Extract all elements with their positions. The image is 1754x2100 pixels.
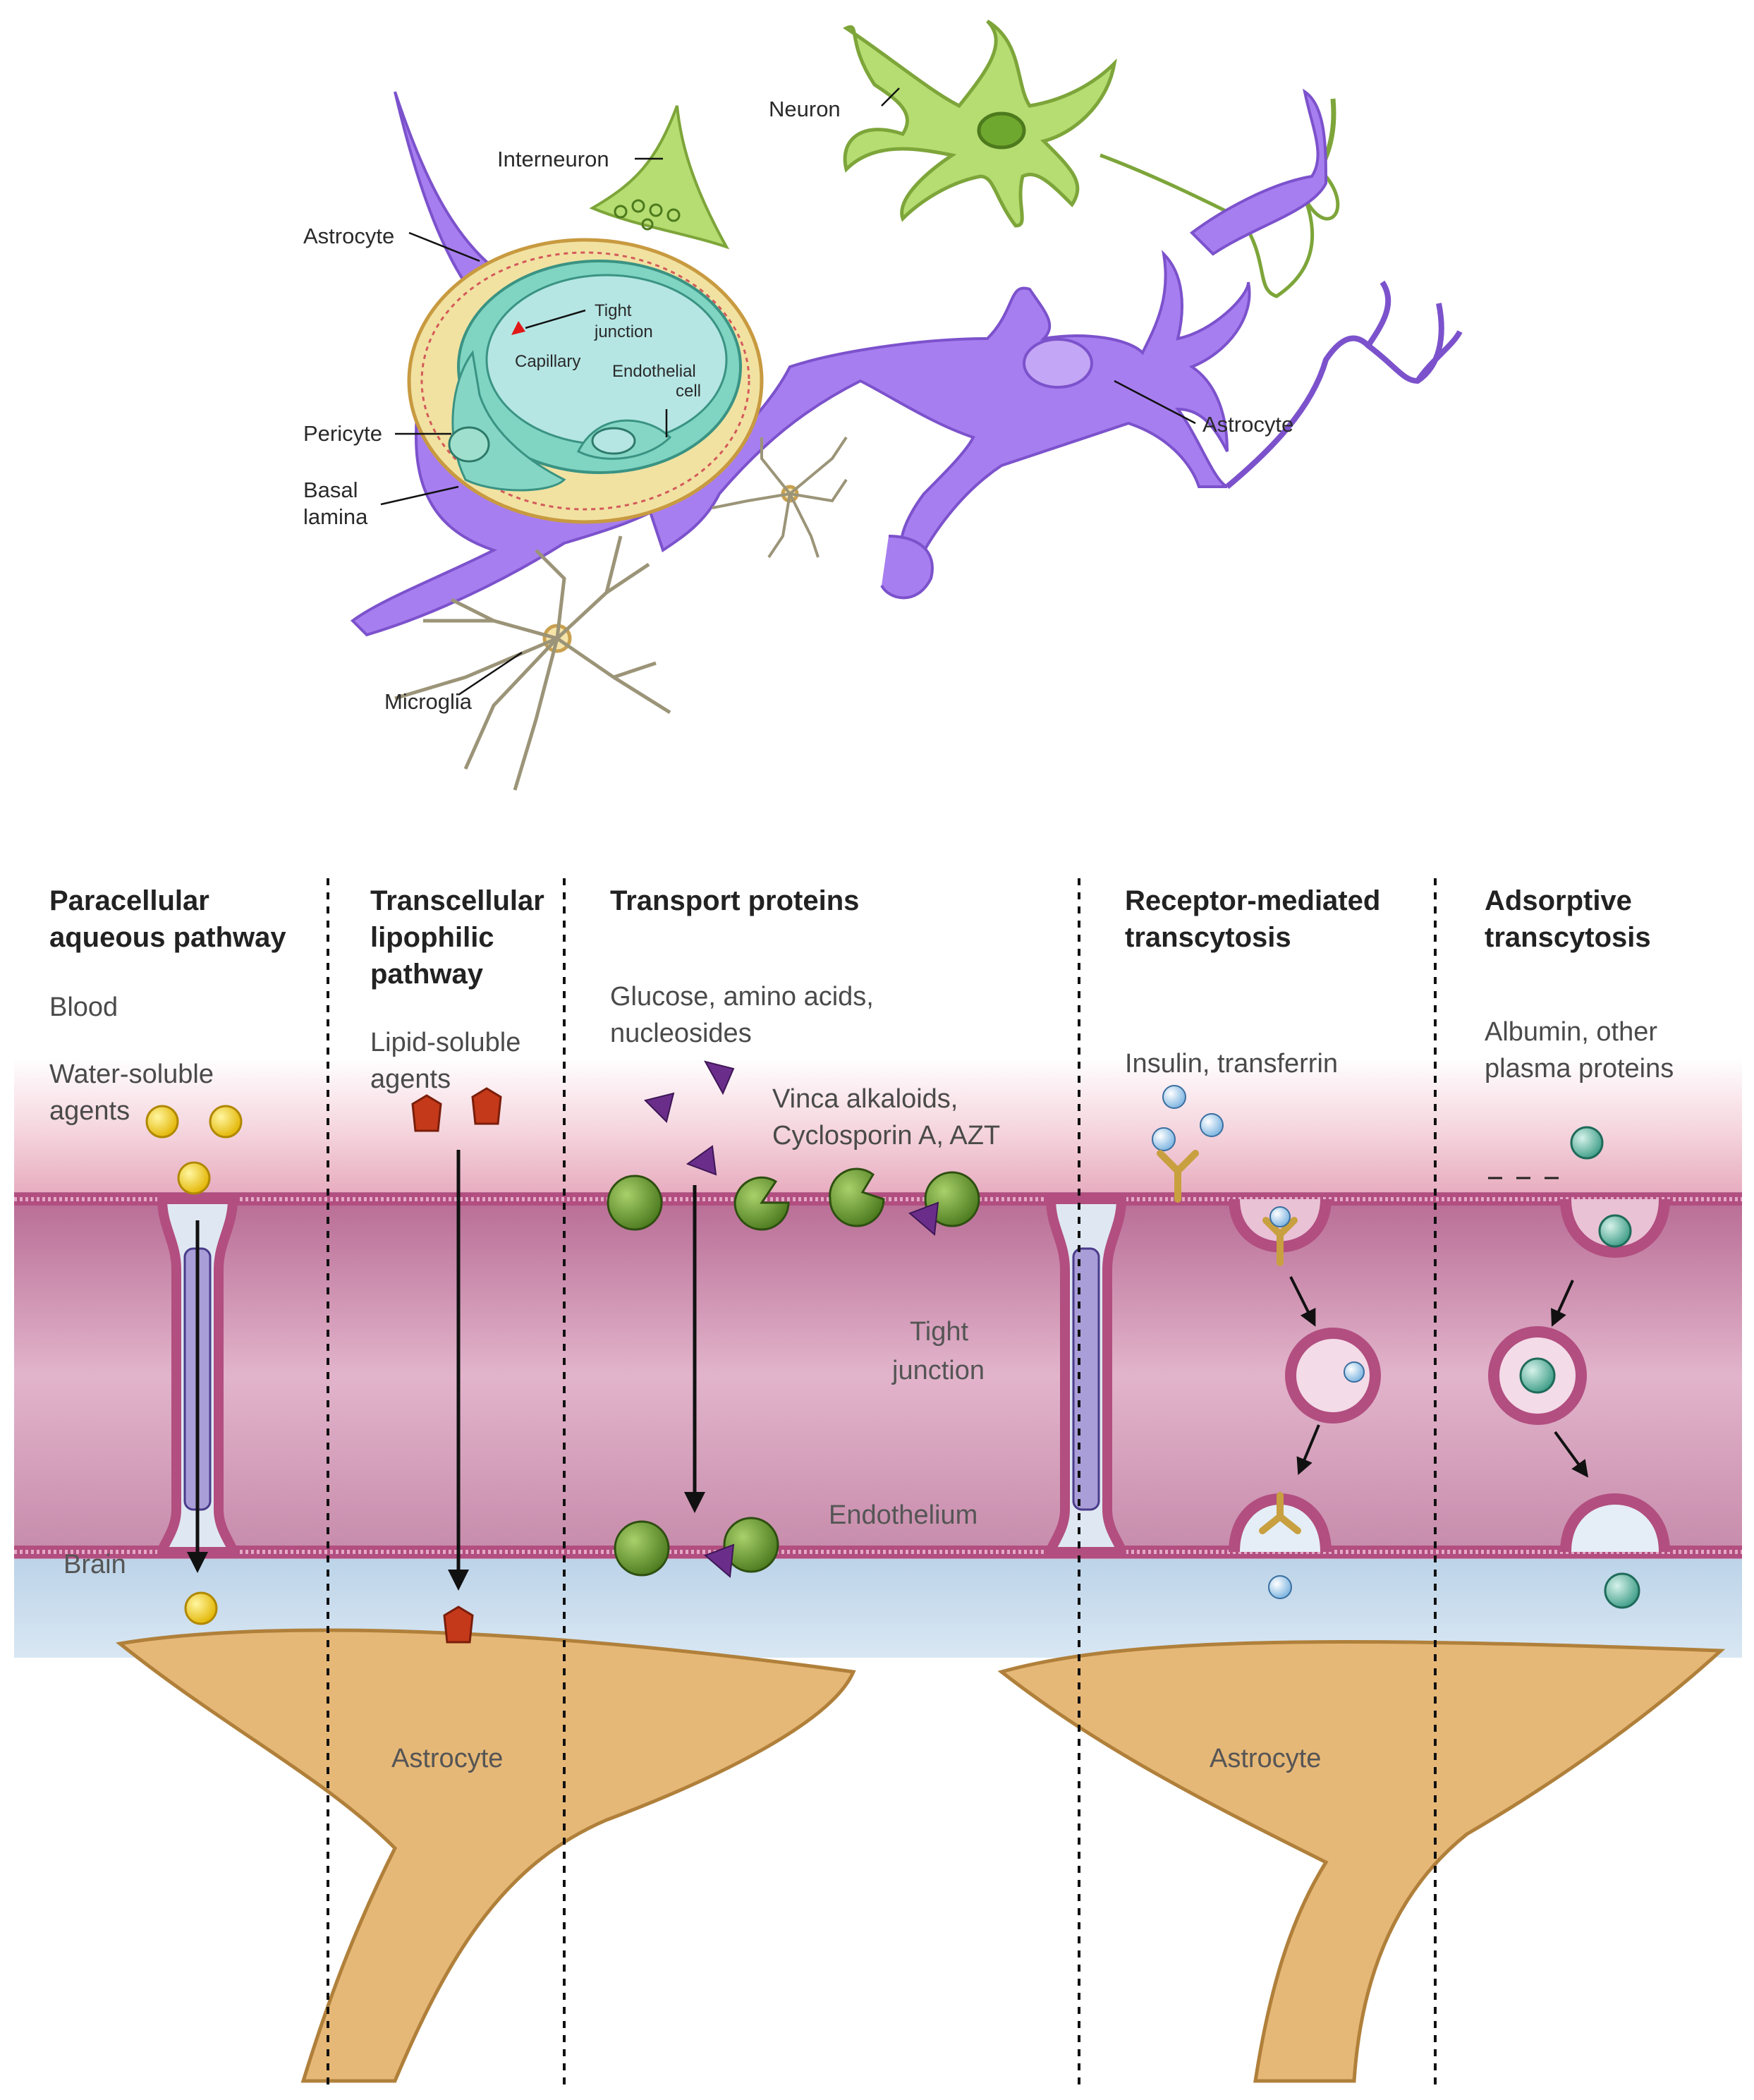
microglia-cell bbox=[394, 436, 848, 791]
text-albumin-line1: Albumin, other bbox=[1485, 1017, 1657, 1047]
vinca-molecule bbox=[704, 1060, 735, 1095]
vesicle-arrow bbox=[1289, 1276, 1316, 1327]
label-endothelial-line1: Endothelial bbox=[612, 362, 696, 381]
vesicle-arrow bbox=[1554, 1431, 1589, 1478]
header-col2-line3: pathway bbox=[370, 959, 484, 990]
transporter-protein bbox=[829, 1167, 885, 1227]
water-soluble-agent bbox=[184, 1591, 218, 1625]
label-interneuron: Interneuron bbox=[497, 147, 609, 171]
label-brain: Brain bbox=[63, 1550, 126, 1579]
header-col1-line1: Paracellular bbox=[49, 885, 209, 916]
text-vinca-line2: Cyclosporin A, AZT bbox=[772, 1121, 1000, 1151]
water-soluble-agent bbox=[209, 1105, 243, 1139]
albumin-molecule bbox=[1519, 1357, 1556, 1394]
header-col5-line1: Adsorptive bbox=[1485, 885, 1632, 916]
insulin-molecule bbox=[1162, 1085, 1186, 1109]
label-microglia: Microglia bbox=[384, 689, 473, 714]
label-tight-junction-line2: junction bbox=[891, 1356, 985, 1385]
label-astrocyte-top-right: Astrocyte bbox=[1202, 412, 1293, 437]
vesicle-arrow bbox=[1551, 1280, 1574, 1327]
text-water-soluble-line2: agents bbox=[49, 1096, 130, 1126]
insulin-molecule bbox=[1269, 1206, 1291, 1227]
insulin-molecule bbox=[1152, 1127, 1176, 1151]
column-separators bbox=[327, 878, 1437, 2088]
lipid-soluble-agent bbox=[471, 1087, 502, 1125]
text-lipid-soluble-line1: Lipid-soluble bbox=[370, 1028, 520, 1057]
insulin-molecule bbox=[1200, 1113, 1224, 1137]
adsorptive-transcytosis bbox=[1488, 1126, 1670, 1609]
label-astrocyte-bottom-left: Astrocyte bbox=[391, 1744, 503, 1773]
insulin-molecule bbox=[1344, 1361, 1365, 1383]
receptor bbox=[1262, 1217, 1298, 1266]
transporter-protein bbox=[614, 1520, 670, 1577]
tight-junction-right bbox=[1072, 1247, 1100, 1511]
text-water-soluble-line1: Water-soluble bbox=[49, 1060, 214, 1089]
lipid-soluble-agent bbox=[411, 1094, 442, 1132]
water-soluble-agent bbox=[177, 1161, 211, 1195]
leader-lines-top bbox=[380, 87, 1196, 696]
text-blood: Blood bbox=[49, 993, 118, 1022]
label-endothelial-line2: cell bbox=[676, 382, 701, 401]
label-astrocyte-top-left: Astrocyte bbox=[303, 224, 394, 248]
header-col4-line2: transcytosis bbox=[1125, 922, 1291, 953]
water-soluble-agents bbox=[145, 1105, 243, 1625]
receptor bbox=[1157, 1150, 1199, 1203]
label-astrocyte-bottom-right: Astrocyte bbox=[1210, 1744, 1321, 1773]
header-col2-line1: Transcellular bbox=[370, 885, 544, 916]
lipid-soluble-agent bbox=[443, 1606, 474, 1644]
water-soluble-agent bbox=[145, 1105, 179, 1139]
label-tight-junction-line2: junction bbox=[594, 322, 653, 341]
albumin-molecule bbox=[1570, 1126, 1604, 1160]
text-albumin-line2: plasma proteins bbox=[1485, 1054, 1674, 1084]
label-pericyte: Pericyte bbox=[303, 421, 382, 446]
text-vinca-line1: Vinca alkaloids, bbox=[772, 1084, 958, 1114]
text-glucose-line2: nucleosides bbox=[610, 1019, 752, 1048]
bottom-transport-diagram: Paracellular aqueous pathway Transcellul… bbox=[14, 878, 1742, 2088]
text-lipid-soluble-line2: agents bbox=[370, 1064, 451, 1094]
label-tight-junction-line1: Tight bbox=[595, 301, 632, 320]
label-basal-line1: Basal bbox=[303, 478, 358, 502]
header-col5-line2: transcytosis bbox=[1485, 922, 1651, 953]
transport-proteins bbox=[607, 1060, 980, 1578]
capillary bbox=[407, 238, 764, 524]
vinca-molecule bbox=[644, 1092, 675, 1123]
blood-region bbox=[14, 1058, 1742, 1199]
transporter-protein bbox=[723, 1517, 779, 1573]
vinca-molecule bbox=[908, 1201, 939, 1236]
vesicle-arrow bbox=[1296, 1424, 1320, 1476]
header-col2-line2: lipophilic bbox=[370, 922, 494, 953]
label-neuron: Neuron bbox=[769, 97, 841, 121]
label-basal-line2: lamina bbox=[303, 504, 368, 529]
receptor-mediated-transcytosis bbox=[1152, 1085, 1381, 1599]
astrocyte-feet bbox=[116, 1628, 1726, 2083]
transporter-protein bbox=[733, 1176, 790, 1231]
receptor bbox=[1259, 1492, 1301, 1534]
insulin-molecule bbox=[1268, 1575, 1292, 1599]
label-tight-junction-line1: Tight bbox=[910, 1317, 969, 1347]
albumin-molecule bbox=[1604, 1572, 1640, 1609]
albumin-molecule bbox=[1598, 1214, 1632, 1248]
text-glucose-line1: Glucose, amino acids, bbox=[610, 982, 874, 1012]
column-headers: Paracellular aqueous pathway Transcellul… bbox=[49, 885, 1651, 990]
header-col1-line2: aqueous pathway bbox=[49, 922, 286, 953]
neuron-cell bbox=[843, 19, 1340, 298]
column-text: Blood Water-soluble agents Lipid-soluble… bbox=[49, 982, 1674, 1151]
header-col3-line1: Transport proteins bbox=[610, 885, 859, 916]
header-col4-line1: Receptor-mediated bbox=[1125, 885, 1380, 916]
vesicle bbox=[1285, 1328, 1381, 1424]
vinca-molecule bbox=[704, 1543, 735, 1578]
interneuron-cell bbox=[589, 105, 730, 250]
label-capillary: Capillary bbox=[515, 352, 580, 371]
lipid-soluble-agents bbox=[411, 1087, 502, 1644]
label-endothelium: Endothelium bbox=[829, 1500, 978, 1530]
transporter-protein bbox=[924, 1171, 980, 1227]
vinca-molecule bbox=[686, 1145, 717, 1176]
top-cell-diagram: Neuron Interneuron Astrocyte Tight junct… bbox=[303, 19, 1463, 791]
transporter-protein bbox=[607, 1175, 663, 1231]
text-insulin: Insulin, transferrin bbox=[1125, 1049, 1338, 1079]
